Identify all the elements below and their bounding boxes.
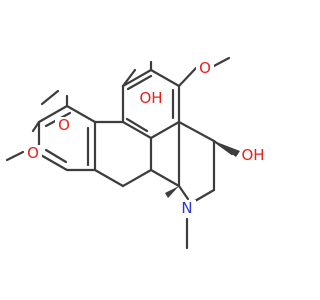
stereo-wedge-c4 <box>214 141 240 157</box>
bond-ring-a-double-3 <box>126 74 153 91</box>
stereo-wedge-c6a <box>165 186 179 198</box>
bond-n-ring <box>177 184 190 201</box>
bond-mid-4 <box>121 168 153 188</box>
bond-ring-a-3 <box>121 120 153 140</box>
atom-labels: O OH OH O O N <box>24 59 266 217</box>
bond-o-top-ring <box>177 66 198 88</box>
molecule-structure: O OH OH O O N <box>5 56 266 250</box>
hydroxyl-left-label: OH <box>139 89 162 107</box>
bond-methoxy-2-ring <box>31 120 41 133</box>
bond-methoxy-1-methyl <box>40 89 60 106</box>
bond-oh-left <box>121 68 137 88</box>
bond-c-ring-to-c4 <box>177 120 216 143</box>
oxygen-methoxy-1-label: O <box>58 116 70 134</box>
bond-ring-a-5 <box>121 68 153 88</box>
oxygen-methoxy-top-label: O <box>199 59 211 77</box>
bond-mid-2 <box>149 168 181 188</box>
bond-mid-5 <box>93 168 125 188</box>
bond-ring-a-6 <box>149 68 181 88</box>
bond-ring-a-double-2 <box>125 117 149 133</box>
bond-ring-c-2 <box>37 104 69 124</box>
hydroxyl-right-label: OH <box>241 146 264 164</box>
bond-ring-c-double-2 <box>44 148 68 164</box>
bond-methyl-o-top <box>210 56 231 69</box>
oxygen-methoxy-2-label: O <box>27 144 39 162</box>
nitrogen-label: N <box>181 199 192 217</box>
bond-ring-a-2 <box>149 120 181 140</box>
bond-ring-c-1 <box>65 104 97 124</box>
bond-ring-c-4 <box>37 152 69 172</box>
bond-methoxy-2-methyl <box>5 150 25 162</box>
bond-c3-to-n <box>193 188 216 203</box>
